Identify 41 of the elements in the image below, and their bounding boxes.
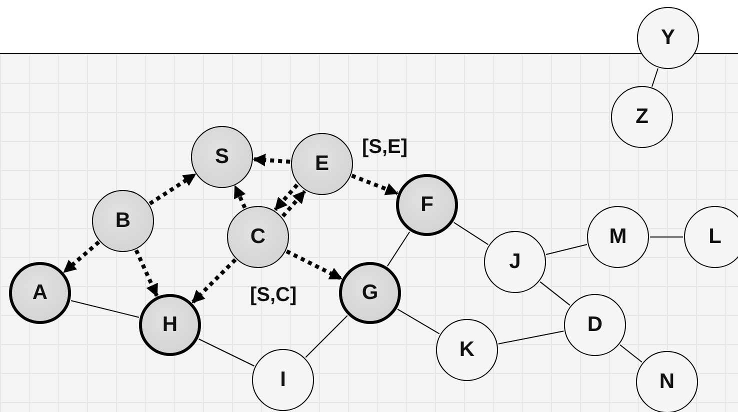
- arrow: [62, 240, 100, 274]
- connector-line: [397, 308, 440, 334]
- connector-line: [498, 330, 564, 344]
- connector-line: [453, 222, 489, 246]
- connector-line: [198, 338, 255, 366]
- arrow: [274, 183, 299, 211]
- connector-line: [70, 300, 140, 318]
- node-label: I: [280, 368, 286, 392]
- connector-line: [540, 281, 570, 306]
- path-label: [S,E]: [362, 136, 408, 159]
- node-label: K: [459, 338, 475, 362]
- node-label: N: [659, 370, 675, 394]
- connector-line: [650, 236, 684, 238]
- arrow: [351, 174, 398, 196]
- node-label: A: [32, 281, 48, 305]
- connector-line: [546, 244, 588, 255]
- node-label: H: [162, 313, 178, 337]
- connector-line: [652, 68, 658, 88]
- arrow: [286, 250, 343, 280]
- node-label: G: [362, 281, 378, 305]
- node-label: F: [420, 193, 434, 217]
- node-label: C: [250, 225, 266, 249]
- arrow: [281, 190, 306, 218]
- node-label: M: [609, 225, 627, 249]
- node-label: B: [115, 209, 131, 233]
- connector-line: [305, 315, 348, 358]
- arrow: [134, 249, 159, 297]
- node-label: Z: [636, 105, 648, 129]
- arrow: [148, 172, 196, 206]
- node-label: E: [314, 152, 329, 176]
- node-label: Y: [660, 26, 675, 50]
- node-label: S: [214, 145, 229, 169]
- connector-line: [386, 231, 410, 267]
- node-label: L: [708, 225, 722, 249]
- arrow: [233, 185, 247, 209]
- arrow: [191, 258, 237, 304]
- path-label: [S,C]: [250, 284, 297, 307]
- node-label: D: [587, 313, 603, 337]
- arrow: [252, 154, 290, 166]
- connector-line: [620, 344, 642, 363]
- node-label: J: [509, 250, 521, 274]
